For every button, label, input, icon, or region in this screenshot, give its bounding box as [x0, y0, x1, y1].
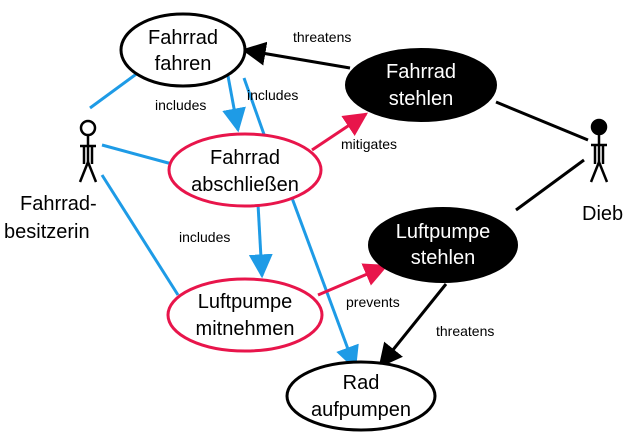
- use-case-take-pump-shape: [166, 277, 324, 353]
- threatens-ride-arrow: [241, 41, 351, 70]
- label-includes-1: includes: [155, 97, 206, 113]
- use-case-take-pump-line1: Luftpumpe: [198, 291, 293, 313]
- assoc-thief-steal-pump: [515, 158, 585, 212]
- assoc-thief-steal-bike: [495, 100, 589, 142]
- actor-thief[interactable]: Dieb: [582, 118, 623, 225]
- prevents-arrow: [317, 263, 389, 297]
- label-mitigates: mitigates: [341, 136, 397, 152]
- threatens-inflate-arrow: [378, 283, 448, 368]
- actor-owner-label-line1: Fahrrad-: [20, 193, 97, 215]
- use-case-take-pump[interactable]: Luftpumpe mitnehmen: [166, 277, 324, 353]
- actor-owner[interactable]: Fahrrad- besitzerin: [4, 119, 98, 243]
- use-case-take-pump-line2: mitnehmen: [196, 318, 295, 340]
- include-arrows: [222, 75, 273, 279]
- label-includes-2: includes: [247, 87, 298, 103]
- misuse-case-steal-bike-line1: Fahrrad: [386, 61, 456, 83]
- use-case-inflate-line2: aufpumpen: [311, 399, 411, 421]
- include-arrow-ride-lock-2: [242, 77, 268, 141]
- include-arrow-ride-lock-1: [222, 75, 246, 133]
- assoc-owner-take-pump: [100, 174, 180, 296]
- misuse-case-steal-bike[interactable]: Fahrrad stehlen: [345, 48, 497, 122]
- use-case-lock[interactable]: Fahrrad abschließen: [167, 132, 323, 208]
- threat-arrows: [241, 41, 448, 368]
- use-case-lock-line2: abschließen: [191, 174, 299, 196]
- misuse-case-steal-bike-line2: stehlen: [389, 88, 454, 110]
- misuse-case-steal-pump[interactable]: Luftpumpe stehlen: [368, 207, 518, 283]
- assoc-lock-inflate: [290, 197, 359, 371]
- thief-associations: [495, 100, 589, 212]
- include-arrow-lock-pump: [248, 203, 273, 279]
- label-includes-3: includes: [179, 229, 230, 245]
- use-case-ride-line2: fahren: [155, 53, 212, 75]
- use-case-lock-shape: [167, 132, 323, 208]
- mitigation-arrows: [311, 112, 389, 297]
- actor-owner-icon: [78, 119, 98, 183]
- use-case-ride-line1: Fahrrad: [148, 27, 218, 49]
- actor-thief-label: Dieb: [582, 203, 623, 225]
- assoc-owner-lock: [101, 143, 173, 166]
- use-case-lock-line1: Fahrrad: [210, 147, 280, 169]
- label-prevents: prevents: [346, 294, 400, 310]
- mitigates-arrow: [311, 112, 368, 152]
- misuse-case-steal-pump-line1: Luftpumpe: [396, 221, 491, 243]
- misuse-case-steal-pump-shape: [368, 207, 518, 283]
- misuse-case-steal-pump-line2: stehlen: [411, 247, 476, 269]
- actor-thief-icon: [589, 118, 609, 183]
- actor-owner-label-line2: besitzerin: [4, 221, 90, 243]
- use-case-inflate-shape: [285, 360, 437, 432]
- label-threatens-inflate: threatens: [436, 323, 494, 339]
- label-threatens-ride: threatens: [293, 29, 351, 45]
- use-case-ride-shape: [119, 12, 247, 88]
- use-case-ride[interactable]: Fahrrad fahren: [119, 12, 247, 88]
- use-case-inflate[interactable]: Rad aufpumpen: [285, 360, 437, 432]
- use-case-inflate-line1: Rad: [343, 372, 380, 394]
- misuse-case-steal-bike-shape: [345, 48, 497, 122]
